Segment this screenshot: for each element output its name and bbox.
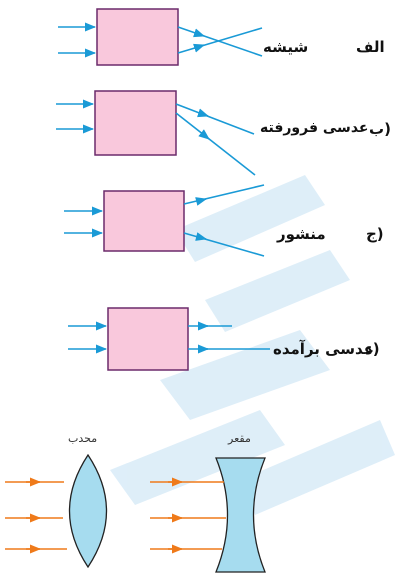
emergent-ray [177,26,263,57]
glass-box [96,8,179,66]
row4-name: عدسی برآمده [273,340,374,358]
emergent-ray [177,27,263,54]
row2-letter: (ب [369,120,391,138]
lens-box [107,307,189,371]
concave-lens-diagram [56,90,256,176]
glass-diagram [58,8,263,66]
emergent-ray [175,112,256,176]
emergent-ray [175,103,255,135]
convex-lens-diagram [68,307,270,371]
row1-name: شیشه [263,38,309,56]
concave-lens-illustration [150,457,266,573]
row2-name: عدسی فرورفته [260,120,369,136]
row1-letter: الف [356,38,385,56]
convex-lens-shape [68,453,108,569]
prism-box [103,190,185,252]
lens-box [94,90,177,156]
row3-letter: (ج [366,225,384,243]
row4-letter: (د [365,340,380,358]
concave-lens-shape [215,457,266,573]
prism-diagram [64,184,265,257]
convex-lens-illustration [5,453,108,569]
convex-lens-label: محدب [68,432,98,445]
concave-lens-label: مقعر [228,432,251,445]
row3-name: منشور [277,225,326,243]
